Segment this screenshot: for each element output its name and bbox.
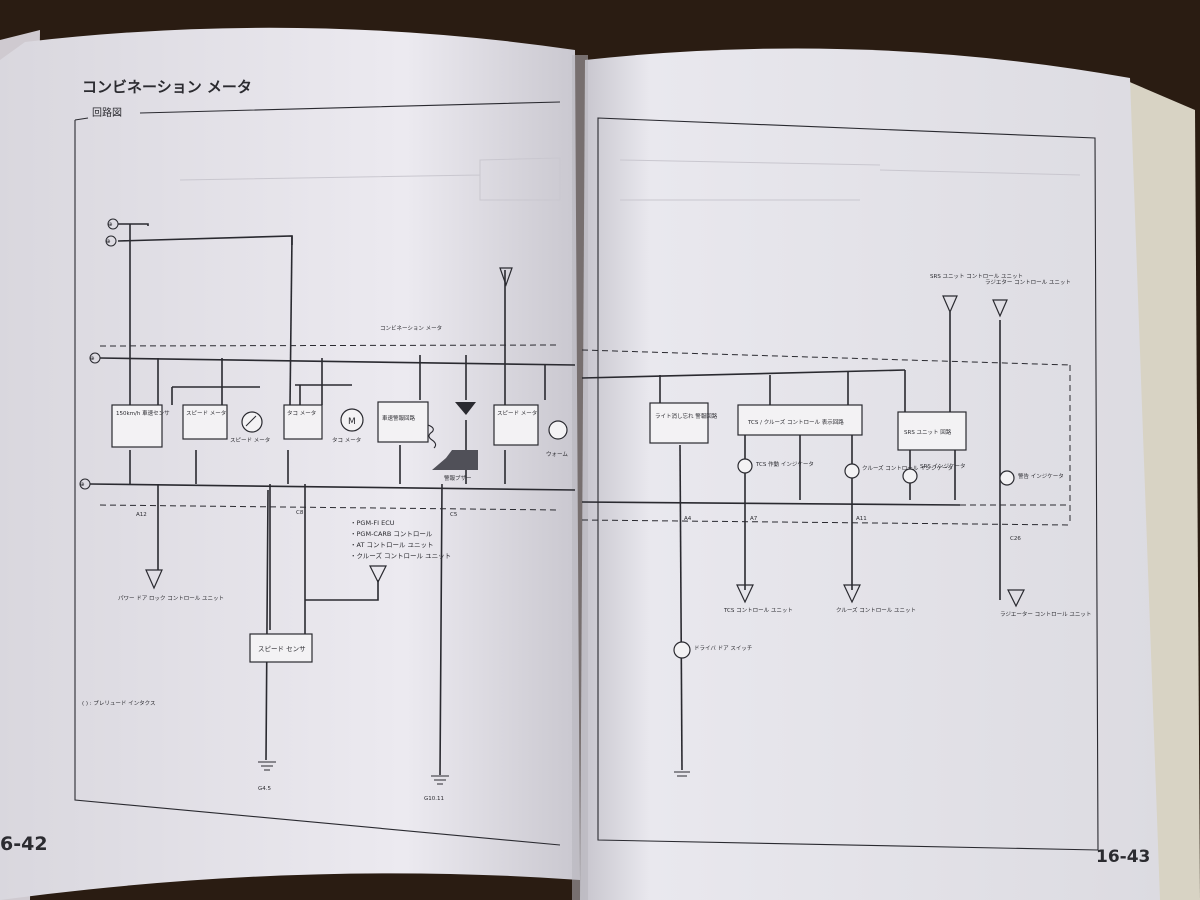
svg-text:SRS インジケータ: SRS インジケータ xyxy=(920,462,966,470)
svg-text:G4.5: G4.5 xyxy=(258,786,272,792)
svg-text:パワー ドア ロック コントロール ユニット: パワー ドア ロック コントロール ユニット xyxy=(118,595,224,602)
svg-text:クルーズ コントロール インジケータ: クルーズ コントロール インジケータ xyxy=(862,464,953,472)
svg-text:M: M xyxy=(348,417,356,427)
svg-text:SRS ユニット コントロール ユニット: SRS ユニット コントロール ユニット xyxy=(930,273,1023,280)
speedometer-gauge-icon xyxy=(241,411,263,433)
svg-text:コンビネーション メータ: コンビネーション メータ xyxy=(380,324,442,332)
component-box xyxy=(493,404,539,446)
section-title: 回路図 xyxy=(92,106,122,119)
input-terminals: ⊕ ⊕ ⊕ ⊕ xyxy=(79,218,119,490)
svg-text:SRS ユニット 回路: SRS ユニット 回路 xyxy=(904,428,952,436)
terminal-triangle-icon xyxy=(1007,589,1025,608)
terminal-triangle-icon xyxy=(992,299,1008,318)
ground-icon xyxy=(431,775,449,785)
svg-text:⊕: ⊕ xyxy=(80,482,85,488)
show-through xyxy=(179,157,561,201)
svg-text:ラジエーター コントロール ユニット: ラジエーター コントロール ユニット xyxy=(1000,610,1091,618)
gauge-icon xyxy=(548,420,568,440)
svg-text:A4: A4 xyxy=(684,516,692,522)
svg-text:TCS 作動 インジケータ: TCS 作動 インジケータ xyxy=(755,460,814,468)
diagram-frame-right xyxy=(597,117,1099,851)
svg-text:A7: A7 xyxy=(750,516,758,522)
ground-icon xyxy=(258,761,276,771)
indicator-lamp-icon xyxy=(999,470,1015,486)
wiring-left xyxy=(89,223,576,776)
svg-text:ウォーム: ウォーム xyxy=(546,450,568,458)
svg-text:スピード メータ: スピード メータ xyxy=(497,409,537,417)
svg-text:スピード メータ: スピード メータ xyxy=(230,436,270,444)
svg-text:タコ メータ: タコ メータ xyxy=(332,436,361,444)
terminal-triangle-icon xyxy=(369,565,387,584)
svg-text:G10.11: G10.11 xyxy=(424,796,444,802)
svg-text:・クルーズ コントロール ユニット: ・クルーズ コントロール ユニット xyxy=(350,551,451,560)
svg-text:C8: C8 xyxy=(296,510,304,516)
svg-text:・AT コントロール ユニット: ・AT コントロール ユニット xyxy=(350,541,434,549)
svg-text:ドライバ ドア スイッチ: ドライバ ドア スイッチ xyxy=(694,645,752,652)
svg-text:A12: A12 xyxy=(136,512,147,518)
right-page xyxy=(580,48,1160,900)
svg-text:スピード センサ: スピード センサ xyxy=(258,645,306,653)
terminal-triangle-icon xyxy=(736,584,754,604)
tachometer-motor-icon xyxy=(340,408,364,432)
right-page-content: ライト消し忘れ 警報回路 TCS / クルーズ コントロール 表示回路 SRS … xyxy=(581,117,1150,867)
ecu-notes: ・PGM-FI ECU ・PGM-CARB コントロール ・AT コントロール … xyxy=(350,519,451,584)
terminal-triangle-icon xyxy=(145,569,163,590)
page-number-right: 16-43 xyxy=(1096,847,1150,867)
right-components: ライト消し忘れ 警報回路 TCS / クルーズ コントロール 表示回路 SRS … xyxy=(649,273,1091,777)
component-box xyxy=(897,411,967,451)
ground-icon xyxy=(674,771,690,777)
svg-text:TCS コントロール ユニット: TCS コントロール ユニット xyxy=(723,607,793,614)
svg-text:A11: A11 xyxy=(856,516,867,522)
svg-text:・PGM-CARB コントロール: ・PGM-CARB コントロール xyxy=(350,530,433,538)
wiring-right xyxy=(581,312,1071,771)
svg-text:( ) : プレリュード インタクス: ( ) : プレリュード インタクス xyxy=(82,699,155,707)
left-page xyxy=(0,27,580,900)
page-number-left: 6-42 xyxy=(0,833,48,855)
gutter-shadow xyxy=(572,55,588,900)
indicator-lamp-icon xyxy=(902,468,918,484)
page-title: コンビネーション メータ xyxy=(82,78,252,96)
svg-text:クルーズ コントロール ユニット: クルーズ コントロール ユニット xyxy=(836,606,916,614)
svg-text:警報ブザー: 警報ブザー xyxy=(444,474,472,482)
left-page-content: コンビネーション メータ 回路図 ⊕ ⊕ ⊕ ⊕ xyxy=(0,78,576,855)
diode-icon xyxy=(455,402,476,415)
svg-text:⊕: ⊕ xyxy=(106,239,111,245)
component-box xyxy=(649,402,709,444)
component-box xyxy=(283,404,323,440)
indicator-lamp-icon xyxy=(737,458,753,474)
svg-text:ライト消し忘れ 警報回路: ライト消し忘れ 警報回路 xyxy=(655,412,718,420)
terminal-triangle-icon xyxy=(843,584,861,604)
svg-text:C5: C5 xyxy=(450,512,458,518)
svg-text:C26: C26 xyxy=(1010,536,1021,542)
svg-text:⊕: ⊕ xyxy=(90,356,95,362)
buzzer-icon xyxy=(432,450,478,470)
indicator-lamp-icon xyxy=(844,463,860,479)
svg-text:スピード メータ: スピード メータ xyxy=(186,409,226,417)
ground-terminal-icon xyxy=(499,267,513,287)
resistor-icon xyxy=(427,424,437,449)
show-through-right xyxy=(619,159,1081,201)
left-components: 150km/h 車速センサ スピード メータ スピード メータ タコ メータ M… xyxy=(111,267,568,482)
svg-text:車速警報回路: 車速警報回路 xyxy=(382,414,416,422)
svg-text:警告 インジケータ: 警告 インジケータ xyxy=(1018,472,1064,480)
component-box xyxy=(182,404,228,440)
diagram-frame xyxy=(74,101,561,846)
speed-sensor-box xyxy=(249,633,313,663)
svg-text:150km/h 車速センサ: 150km/h 車速センサ xyxy=(116,409,170,417)
terminal-triangle-icon xyxy=(942,295,958,314)
svg-text:・PGM-FI ECU: ・PGM-FI ECU xyxy=(350,519,395,527)
svg-text:ラジエター コントロール ユニット: ラジエター コントロール ユニット xyxy=(985,278,1071,286)
svg-text:タコ メータ: タコ メータ xyxy=(287,409,316,417)
door-switch-icon xyxy=(673,641,691,659)
svg-text:⊕: ⊕ xyxy=(108,222,113,228)
component-box xyxy=(111,404,163,448)
component-box xyxy=(737,404,863,436)
svg-text:TCS / クルーズ コントロール 表示回路: TCS / クルーズ コントロール 表示回路 xyxy=(747,418,844,426)
component-box xyxy=(377,401,429,443)
